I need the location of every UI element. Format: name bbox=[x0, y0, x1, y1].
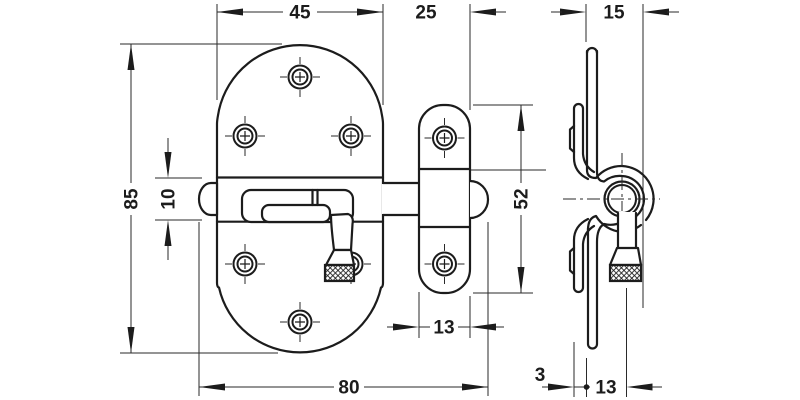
extension-lines bbox=[120, 4, 644, 397]
dim-bolt-height-label: 10 bbox=[159, 188, 180, 209]
screw-bump-lower bbox=[568, 246, 576, 276]
bolt-cap bbox=[197, 181, 219, 217]
dim-material-thickness-label: 3 bbox=[535, 365, 546, 386]
knob-knurl bbox=[608, 263, 643, 283]
dim-knob-offset-label: 13 bbox=[595, 378, 616, 399]
dim-profile-depth-label: 15 bbox=[603, 3, 625, 24]
dimension-15: 15 bbox=[551, 3, 679, 24]
dimension-85: 85 bbox=[122, 44, 143, 353]
dim-plate-height-label: 85 bbox=[122, 188, 143, 210]
bolt-tick-marks bbox=[311, 188, 319, 207]
knob-knurl bbox=[323, 263, 356, 283]
slide-handle bbox=[260, 203, 332, 224]
dimension-13-side: 13 bbox=[595, 378, 662, 399]
bolt-knob-side bbox=[608, 211, 643, 283]
plate-profile-inner bbox=[595, 49, 646, 217]
plate-top-cap bbox=[585, 46, 599, 55]
bolt-knob-front bbox=[323, 212, 356, 283]
bolt-end-bump bbox=[469, 179, 490, 220]
dimension-10: 10 bbox=[159, 138, 180, 260]
dimension-45: 45 bbox=[217, 3, 383, 24]
dim-plate-to-keeper-label: 25 bbox=[415, 3, 437, 24]
knob-flare bbox=[608, 246, 643, 267]
dimension-13-front: 13 bbox=[387, 318, 504, 339]
dimension-25: 25 bbox=[415, 3, 506, 24]
dim-plate-width-label: 45 bbox=[289, 3, 311, 24]
front-view bbox=[197, 44, 490, 354]
keeper-arm-upper bbox=[572, 102, 596, 181]
dimension-80: 80 bbox=[199, 378, 488, 399]
dim-overall-length-label: 80 bbox=[338, 378, 359, 399]
bolt-rod bbox=[381, 181, 422, 217]
screw-bump-upper bbox=[568, 124, 576, 154]
keeper-band bbox=[417, 167, 472, 229]
dimension-3: 3 bbox=[535, 365, 590, 391]
keeper-arm-lower bbox=[572, 217, 596, 294]
dimension-dot bbox=[583, 384, 590, 390]
knob-stem bbox=[329, 212, 354, 252]
dimension-52: 52 bbox=[512, 105, 533, 293]
dim-keeper-width-label: 13 bbox=[433, 318, 454, 339]
knob-stem bbox=[616, 211, 638, 250]
dim-keeper-height-label: 52 bbox=[512, 188, 533, 209]
side-view bbox=[563, 46, 660, 350]
